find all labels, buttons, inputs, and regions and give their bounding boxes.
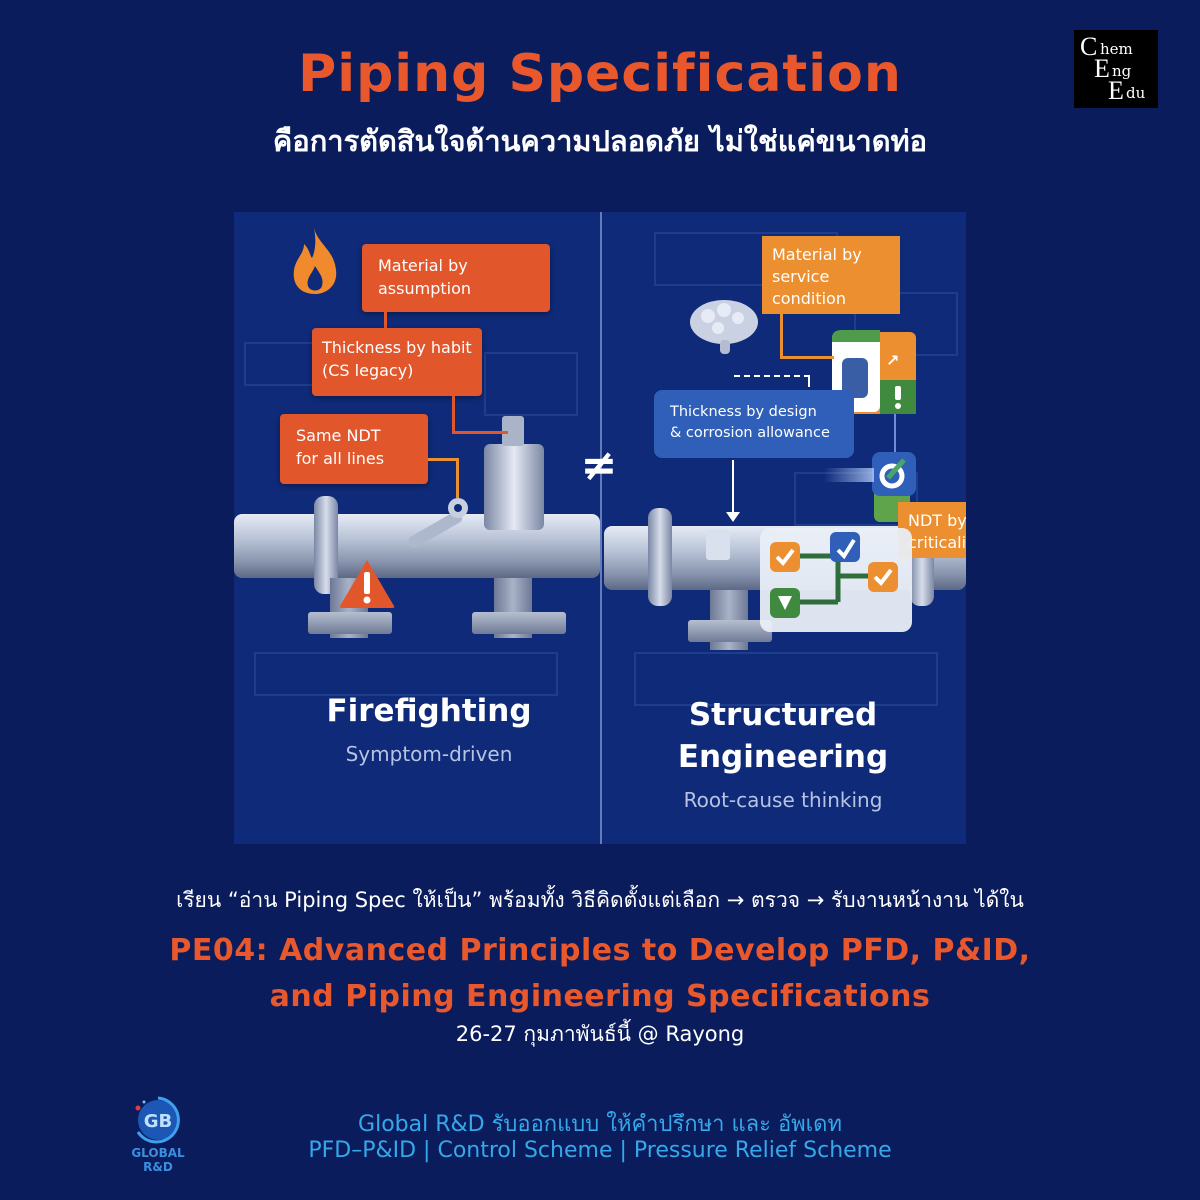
- right-subheading: Root-cause thinking: [683, 788, 883, 812]
- pipe-support-base: [472, 612, 566, 634]
- dashed-connector: [734, 375, 810, 377]
- card-line: condition: [772, 289, 846, 308]
- card-line: Material by: [378, 256, 468, 275]
- valve-stem: [502, 416, 524, 446]
- logo-initial-e1: E: [1094, 54, 1110, 83]
- right-heading-line1: Structured: [688, 697, 878, 733]
- logo-text-hem: hem: [1100, 40, 1133, 58]
- card-line: service: [772, 267, 830, 286]
- card-material-by-assumption: Material by assumption: [362, 244, 550, 312]
- card-line: for all lines: [296, 449, 385, 468]
- card-material-by-service: Material by service condition: [762, 236, 900, 314]
- page-subtitle: คือการตัดสินใจด้านความปลอดภัย ไม่ใช่แค่ข…: [272, 124, 928, 158]
- global-rd-emblem-icon: GB: [135, 1096, 180, 1144]
- pipe-support-base: [688, 620, 772, 642]
- card-line: Same NDT: [296, 426, 381, 445]
- brain-icon: [686, 296, 762, 356]
- blueprint-line: [484, 352, 578, 416]
- svg-text:+: +: [858, 395, 871, 414]
- left-heading: Firefighting: [326, 693, 532, 729]
- warning-icon: [338, 558, 396, 610]
- footer-line1: Global R&D รับออกแบบ ให้คำปรึกษา และ อัพ…: [358, 1112, 842, 1137]
- connector-line: [428, 458, 458, 461]
- global-rd-logo-text: GLOBAL R&D: [131, 1146, 185, 1174]
- wrench-icon: [398, 494, 478, 554]
- logo-letters: GB: [144, 1111, 173, 1132]
- logo-text-du: du: [1126, 84, 1146, 102]
- card-same-ndt: Same NDT for all lines: [280, 414, 428, 484]
- dashed-connector: [808, 375, 810, 387]
- card-line: & corrosion allowance: [670, 425, 830, 441]
- logo-text-ng: ng: [1112, 62, 1132, 80]
- card-line: Thickness by design: [670, 404, 817, 420]
- left-pipe-flange: [314, 496, 338, 594]
- right-heading-line2: Engineering: [677, 739, 889, 775]
- card-line: Material by: [772, 245, 862, 264]
- course-date: 26-27 กุมภาพันธ์นี้ @ Rayong: [455, 1022, 745, 1046]
- logo-initial-c: C: [1080, 32, 1098, 61]
- pipe-support-base: [308, 612, 392, 634]
- comparison-illustration: ≠ Material by assumption Thi: [234, 212, 966, 844]
- page-title: Piping Specification: [298, 44, 902, 104]
- logo-initial-e2: E: [1108, 76, 1124, 105]
- chemengedu-logo: C hem E ng E du: [1074, 30, 1158, 108]
- footer-line2: PFD–P&ID | Control Scheme | Pressure Rel…: [308, 1138, 892, 1163]
- checklist-icon: [760, 528, 912, 632]
- connector-line: [456, 458, 459, 498]
- course-title-line2: and Piping Engineering Specifications: [269, 979, 931, 1014]
- connector-line: [780, 356, 834, 359]
- card-line: (CS legacy): [322, 361, 414, 380]
- course-title-line1: PE04: Advanced Principles to Develop PFD…: [169, 933, 1031, 968]
- card-thickness-by-design: Thickness by design & corrosion allowanc…: [654, 390, 854, 458]
- fire-icon: [288, 226, 342, 296]
- valve-body: [484, 444, 544, 530]
- card-line: assumption: [378, 279, 472, 298]
- connector-line: [780, 314, 783, 358]
- card-line: criticality: [908, 533, 966, 552]
- pipe-sensor: [706, 530, 730, 560]
- connector-line: [894, 414, 896, 452]
- course-title: PE04: Advanced Principles to Develop PFD…: [0, 928, 1200, 1020]
- global-rd-logo: GB GLOBAL R&D: [116, 1094, 200, 1174]
- card-line: NDT by line: [908, 511, 966, 530]
- arrow-down: [732, 460, 734, 516]
- blueprint-line: [254, 652, 558, 696]
- right-pipe-flange: [648, 508, 672, 606]
- card-thickness-by-habit: Thickness by habit (CS legacy): [312, 328, 482, 396]
- connector-line: [452, 431, 508, 434]
- connector-line: [452, 396, 455, 434]
- blueprint-line: [634, 652, 938, 706]
- arrow-head-icon: [726, 512, 740, 522]
- left-subheading: Symptom-driven: [345, 742, 513, 766]
- svg-text:↗: ↗: [886, 351, 899, 370]
- not-equal-symbol: ≠: [580, 440, 618, 491]
- gauge-beam: [824, 468, 874, 482]
- card-line: Thickness by habit: [322, 338, 472, 357]
- connector-line: [384, 312, 387, 328]
- center-divider: [600, 212, 602, 844]
- learn-line: เรียน “อ่าน Piping Spec ให้เป็น” พร้อมทั…: [176, 888, 1024, 912]
